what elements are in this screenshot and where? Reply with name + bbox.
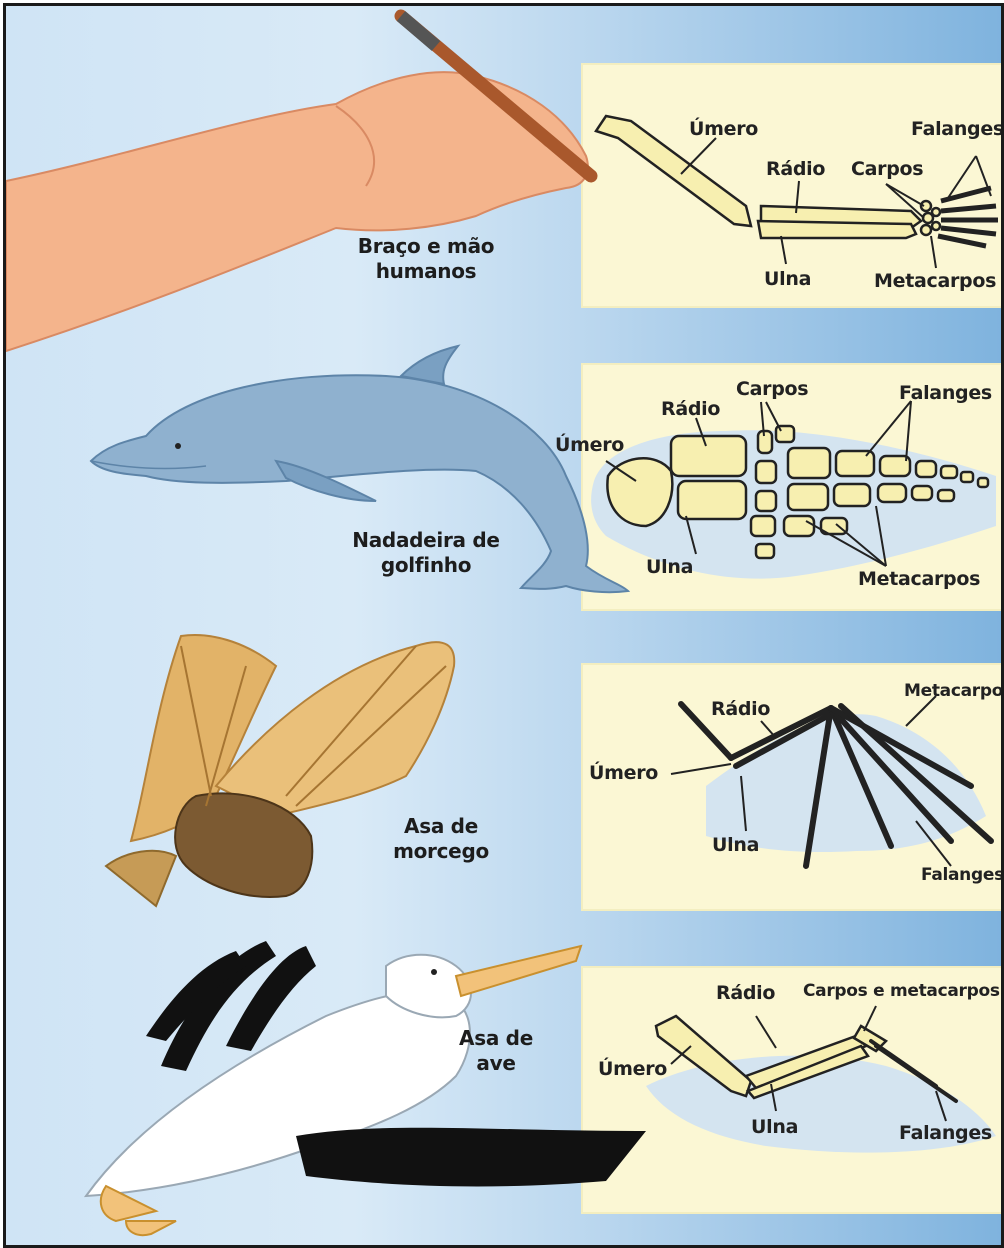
caption-dolphin: Nadadeira de golfinho: [341, 528, 511, 578]
caption-human: Braço e mão humanos: [351, 234, 501, 284]
dolphin-label-umero: Úmero: [555, 434, 624, 456]
human-label-carpos: Carpos: [851, 158, 923, 180]
caption-bat: Asa de morcego: [381, 814, 501, 864]
bird-label-falanges: Falanges: [899, 1122, 992, 1144]
bird-illustration: [86, 941, 646, 1235]
bat-label-metacarpos: Metacarpos: [904, 680, 1004, 702]
bat-label-falanges: Falanges: [921, 864, 1004, 886]
dolphin-label-ulna: Ulna: [646, 556, 693, 578]
caption-bird-line2: ave: [446, 1051, 546, 1076]
dolphin-label-carpos: Carpos: [736, 378, 808, 400]
human-label-ulna: Ulna: [764, 268, 811, 290]
caption-bird-line1: Asa de: [446, 1026, 546, 1051]
bat-label-radio: Rádio: [711, 698, 770, 720]
human-hand-illustration: [6, 16, 591, 351]
caption-bird: Asa de ave: [446, 1026, 546, 1076]
bird-label-ulna: Ulna: [751, 1116, 798, 1138]
caption-dolphin-line1: Nadadeira de: [341, 528, 511, 553]
dolphin-label-falanges: Falanges: [899, 382, 992, 404]
bird-label-radio: Rádio: [716, 982, 775, 1004]
human-label-radio: Rádio: [766, 158, 825, 180]
bat-label-umero: Úmero: [589, 762, 658, 784]
bird-label-carpos-metacarpos: Carpos e metacarpos: [803, 980, 1000, 1002]
bat-illustration: [106, 635, 454, 906]
caption-bat-line2: morcego: [381, 839, 501, 864]
bat-label-ulna: Ulna: [712, 834, 759, 856]
caption-bat-line1: Asa de: [381, 814, 501, 839]
diagram-frame: Braço e mão humanos Nadadeira de golfinh…: [3, 3, 1004, 1248]
dolphin-label-metacarpos: Metacarpos: [858, 568, 980, 590]
human-label-umero: Úmero: [689, 118, 758, 140]
caption-human-line1: Braço e mão: [351, 234, 501, 259]
bird-label-umero: Úmero: [598, 1058, 667, 1080]
human-label-metacarpos: Metacarpos: [874, 270, 996, 292]
human-label-falanges: Falanges: [911, 118, 1004, 140]
caption-human-line2: humanos: [351, 259, 501, 284]
caption-dolphin-line2: golfinho: [341, 553, 511, 578]
dolphin-label-radio: Rádio: [661, 398, 720, 420]
